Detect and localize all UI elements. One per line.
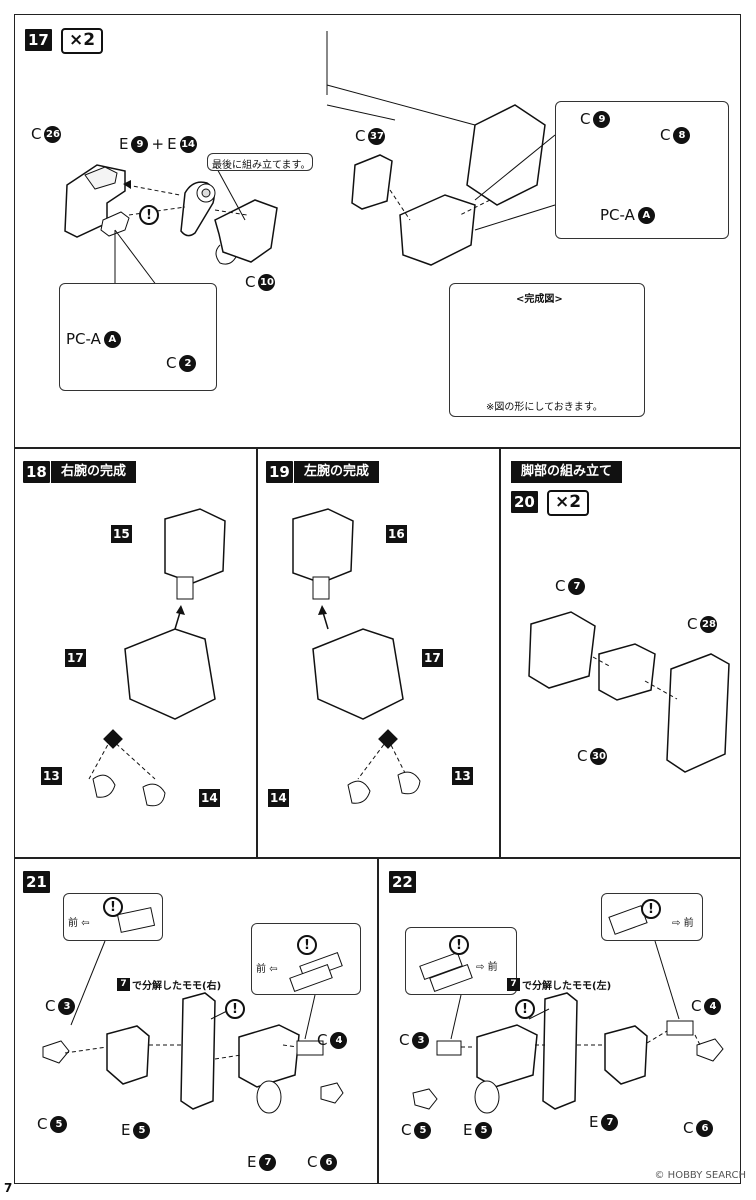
step-number: 22: [389, 871, 416, 893]
left-arm-illustration: [292, 508, 421, 804]
part-16: 16: [386, 525, 407, 543]
caution-icon: !: [139, 205, 159, 225]
leg-illustration: [528, 611, 730, 773]
part-17: 17: [422, 649, 443, 667]
complete-view-callout: <完成図> ※図の形にしておきます。: [449, 283, 645, 417]
front-direction-label: ⇨ 前: [476, 962, 498, 973]
right-arm-illustration: [88, 508, 226, 807]
part-13: 13: [452, 767, 473, 785]
step-number: 21: [23, 871, 50, 893]
step-title: 左腕の完成: [294, 461, 380, 483]
complete-view-title: <完成図>: [516, 294, 563, 305]
page-number: 7: [4, 1181, 13, 1195]
step-number: 18: [23, 461, 50, 483]
part-13: 13: [41, 767, 62, 785]
step-title: 右腕の完成: [51, 461, 137, 483]
step-number: 19: [266, 461, 293, 483]
caution-icon: !: [449, 935, 469, 955]
caution-icon: !: [297, 935, 317, 955]
part-14: 14: [199, 789, 220, 807]
step-22-illustration: [412, 905, 724, 1114]
caution-icon: !: [515, 999, 535, 1019]
front-direction-label: 前 ⇦: [256, 964, 278, 975]
caution-icon: !: [641, 899, 661, 919]
leg-assembly-title: 脚部の組み立て: [511, 461, 623, 483]
note-last-assembly: 最後に組み立てます。: [207, 153, 313, 171]
quantity-badge: ×2: [547, 490, 590, 516]
step-18-panel: 18 右腕の完成 15 17 13 14: [14, 448, 257, 858]
quantity-badge: ×2: [61, 28, 104, 54]
caution-icon: !: [225, 999, 245, 1019]
part-17: 17: [65, 649, 86, 667]
step-number: 17: [25, 29, 52, 51]
watermark: © HOBBY SEARCH: [654, 1170, 747, 1181]
part-14: 14: [268, 789, 289, 807]
front-direction-label: ⇨ 前: [672, 918, 694, 929]
step-number: 20: [511, 491, 538, 513]
complete-view-note: ※図の形にしておきます。: [486, 402, 603, 413]
step-17-panel: 17 ×2: [14, 14, 741, 448]
step-19-panel: 19 左腕の完成 16 17 14 13: [257, 448, 500, 858]
front-direction-label: 前 ⇦: [68, 918, 90, 929]
step-21-illustration: [42, 907, 344, 1114]
part-15: 15: [111, 525, 132, 543]
caution-icon: !: [103, 897, 123, 917]
